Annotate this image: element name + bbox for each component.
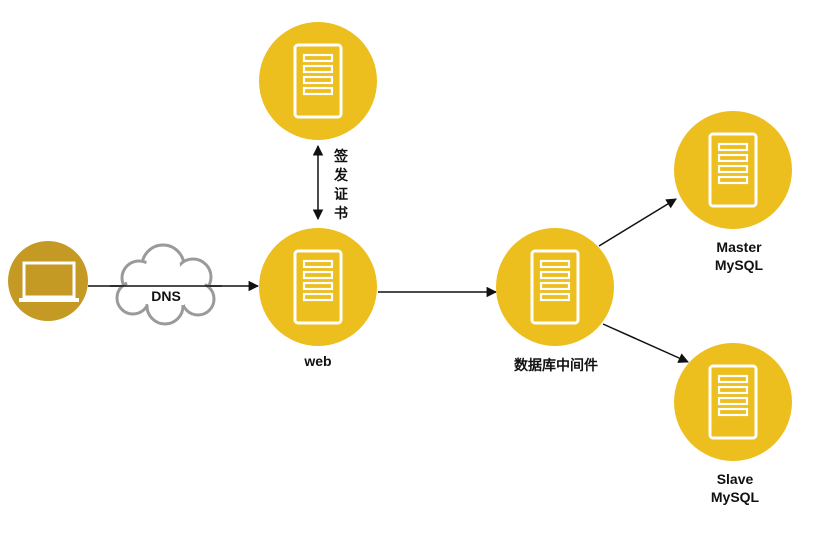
server-icon [708,132,758,208]
dns-label: DNS [151,288,181,304]
cert-edge-label: 签 发 证 书 [333,148,349,222]
master-label-line1: Master [716,239,762,255]
svg-text:证: 证 [334,187,348,203]
slave-node: Slave MySQL [674,343,792,505]
slave-label-line1: Slave [717,471,754,487]
server-icon [293,43,343,119]
web-node: web [259,228,377,369]
web-label: web [303,353,331,369]
edge-middleware-slave [602,323,689,363]
server-icon [530,249,580,325]
edge-middleware-master [598,198,677,247]
client-node [8,241,88,321]
server-icon [708,364,758,440]
master-label-line2: MySQL [715,257,764,273]
server-icon [293,249,343,325]
middleware-label: 数据库中间件 [514,357,598,374]
svg-text:书: 书 [334,205,348,222]
dns-node: DNS [110,243,222,326]
master-node: Master MySQL [674,111,792,273]
svg-text:发: 发 [333,167,349,184]
svg-text:签: 签 [333,148,349,165]
slave-label-line2: MySQL [711,489,760,505]
middleware-node: 数据库中间件 [496,228,614,374]
cert-server-node [259,22,377,140]
